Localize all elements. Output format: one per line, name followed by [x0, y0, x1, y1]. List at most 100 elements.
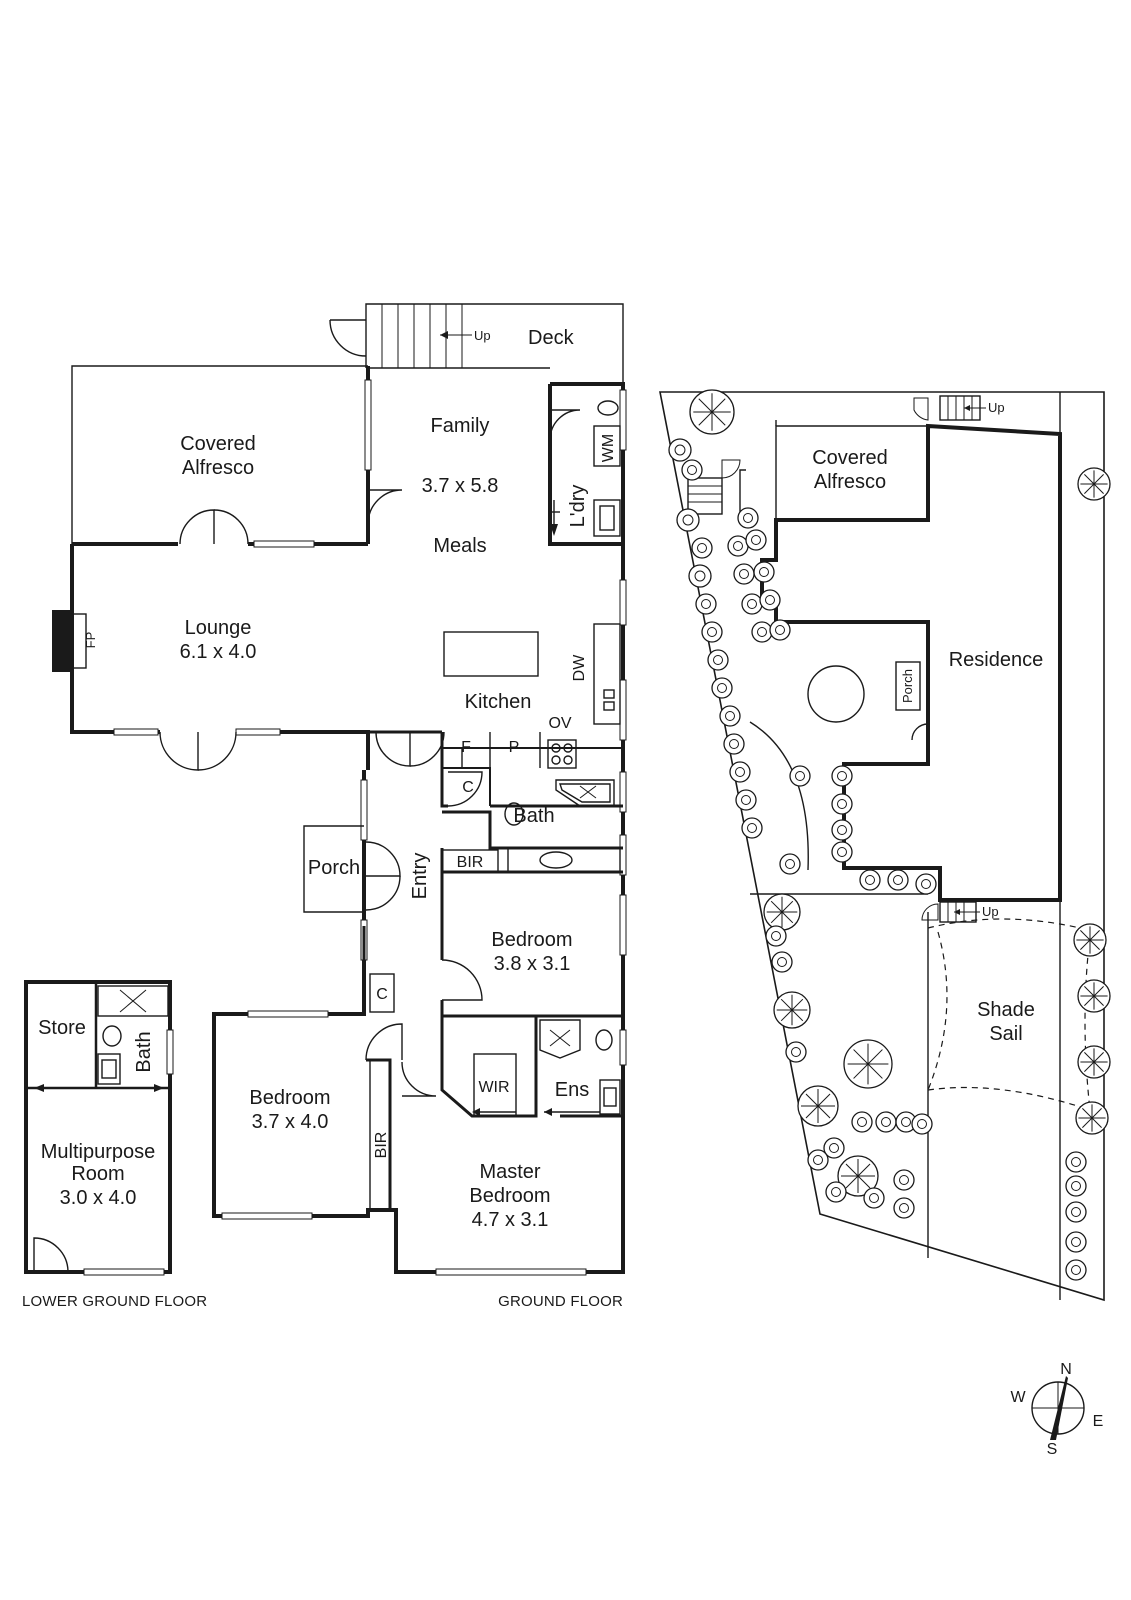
tree-icon: [695, 593, 717, 615]
shrub-center: [881, 1117, 891, 1127]
family-label: Family: [431, 415, 490, 437]
site-stairs-top: [913, 395, 986, 421]
tree-branch: [791, 1009, 804, 1022]
shrub-center: [899, 1175, 909, 1185]
shrub-center: [775, 625, 785, 635]
tree-branch: [845, 1175, 859, 1189]
tree-branch: [780, 998, 793, 1011]
tree-branch: [1093, 474, 1104, 485]
laundry-label: L'dry: [567, 485, 589, 528]
tree-icon: [807, 1149, 829, 1171]
shrub-center: [771, 931, 781, 941]
tree-branch: [805, 1093, 819, 1107]
shrub-center: [717, 683, 727, 693]
tree-icon: [753, 561, 775, 583]
bedroom-lower-label: Bedroom: [249, 1087, 330, 1109]
tree-icon: [759, 589, 781, 611]
tree-icon: [831, 765, 853, 787]
tree-icon: [859, 869, 881, 891]
shrub-center: [743, 513, 753, 523]
ground-floor-labels: Deck Up Covered Alfresco Family 3.7 x 5.…: [83, 327, 623, 1310]
tree-icon: [765, 925, 787, 947]
dw-label: DW: [571, 654, 588, 682]
site-stairs-left: [687, 459, 741, 515]
tree-branch: [1084, 986, 1095, 997]
tree-icon: [735, 789, 757, 811]
tree-branch: [780, 1009, 793, 1022]
site-stairs-bottom: [921, 901, 980, 923]
tree-branch: [1093, 1052, 1104, 1063]
tree-icon: [831, 841, 853, 863]
master-label-line2: Bedroom: [469, 1185, 550, 1207]
shrub-center: [694, 570, 706, 582]
site-trees: [668, 389, 1111, 1281]
tree-icon: [691, 537, 713, 559]
tree-branch: [1093, 483, 1104, 494]
shrub-center: [791, 1047, 801, 1057]
tree-icon: [1065, 1201, 1087, 1223]
multipurpose-label-line2: Room: [71, 1163, 124, 1185]
ov-label: OV: [548, 715, 571, 732]
tree-icon: [893, 1169, 915, 1191]
tree-branch: [1093, 1061, 1104, 1072]
master-label-line1: Master: [479, 1161, 540, 1183]
shrub-center: [725, 711, 735, 721]
tree-branch: [698, 398, 713, 413]
shrub-center: [697, 543, 707, 553]
shrub-center: [869, 1193, 879, 1203]
f-label: F: [461, 739, 471, 756]
shrub-center: [829, 1143, 839, 1153]
tree-branch: [770, 911, 783, 924]
shrub-center: [831, 1187, 841, 1197]
shade-label-line1: Shade: [977, 999, 1035, 1021]
shrub-center: [733, 541, 743, 551]
tree-icon: [741, 593, 763, 615]
tree-branch: [1080, 930, 1091, 941]
bir-lower-outline: [369, 1059, 391, 1211]
lgf-bath-label: Bath: [133, 1031, 155, 1072]
tree-branch: [711, 398, 726, 413]
tree-icon: [863, 1187, 885, 1209]
shrub-center: [837, 825, 847, 835]
tree-branch: [817, 1105, 831, 1119]
shade-label-line2: Sail: [989, 1023, 1022, 1045]
shrub-center: [917, 1119, 927, 1129]
covered-alfresco-outline: [71, 365, 368, 544]
tree-icon: [1065, 1231, 1087, 1253]
lower-ground-floor-caption: LOWER GROUND FLOOR: [22, 1293, 207, 1310]
tree-icon: [711, 677, 733, 699]
compass-icon: N E S W: [1010, 1361, 1103, 1458]
tree-branch: [853, 1063, 869, 1079]
shrub-center: [759, 567, 769, 577]
ground-floor-caption: GROUND FLOOR: [498, 1293, 623, 1310]
compass-s: S: [1047, 1441, 1058, 1458]
tree-branch: [781, 900, 794, 913]
tree-branch: [1084, 995, 1095, 1006]
tree-branch: [781, 911, 794, 924]
lounge-dims: 6.1 x 4.0: [180, 641, 257, 663]
compass-e: E: [1093, 1413, 1104, 1430]
tree-branch: [1084, 483, 1095, 494]
ground-floor-plan: [52, 303, 627, 1276]
shrub-center: [751, 535, 761, 545]
bir-upper-label: BIR: [457, 854, 484, 871]
shrub-center: [701, 599, 711, 609]
tree-icon: [727, 535, 749, 557]
tree-branch: [1082, 1117, 1093, 1128]
door-swings: [159, 409, 581, 1097]
tree-icon: [915, 873, 937, 895]
c-lower-label: C: [376, 986, 388, 1003]
tree-branch: [867, 1063, 883, 1079]
tree-branch: [1093, 986, 1104, 997]
store-label: Store: [38, 1017, 86, 1039]
tree-branch: [711, 411, 726, 426]
tree-branch: [1080, 939, 1091, 950]
shrub-center: [865, 875, 875, 885]
tree-icon: [779, 853, 801, 875]
laundry-fixtures: [550, 400, 621, 537]
shrub-center: [747, 823, 757, 833]
tree-icon: [875, 1111, 897, 1133]
deck-label: Deck: [528, 327, 575, 349]
shrub-center: [1071, 1181, 1081, 1191]
tree-branch: [791, 998, 804, 1011]
